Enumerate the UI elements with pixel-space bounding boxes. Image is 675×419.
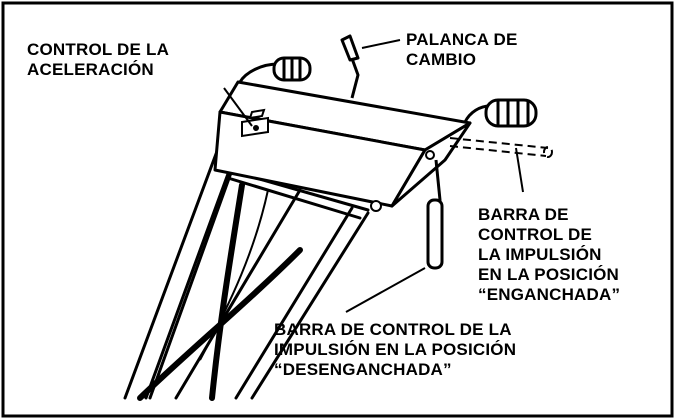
drive-bar-engaged (449, 137, 553, 158)
pivot-hole (370, 200, 382, 212)
callout-drive-disengaged: BARRA DE CONTROL DE LA IMPULSIÓN EN LA P… (274, 320, 516, 380)
leader-engaged (515, 147, 524, 193)
leader-lines (223, 39, 524, 313)
leader-shift-lever (361, 39, 401, 49)
callout-line: “DESENGANCHADA” (274, 360, 452, 379)
callout-shift-lever: PALANCA DE CAMBIO (406, 30, 518, 70)
leader-throttle (223, 87, 253, 127)
callout-line: EN LA POSICIÓN (478, 265, 620, 284)
shift-lever (340, 34, 360, 99)
callout-line: “ENGANCHADA” (478, 285, 621, 304)
callout-line: PALANCA DE (406, 30, 518, 49)
callout-line: LA IMPULSIÓN (478, 245, 602, 264)
control-cables (137, 182, 303, 401)
callout-line: ACELERACIÓN (27, 60, 154, 79)
right-grip (463, 98, 538, 128)
callout-line: CONTROL DE LA (27, 40, 170, 59)
callout-line: BARRA DE (478, 205, 569, 224)
left-grip (238, 56, 312, 83)
callout-line: IMPULSIÓN EN LA POSICIÓN (274, 340, 517, 359)
callout-line: BARRA DE CONTROL DE LA (274, 320, 512, 339)
drive-bar-disengaged (426, 159, 444, 270)
callout-drive-engaged: BARRA DE CONTROL DE LA IMPULSIÓN EN LA P… (478, 205, 620, 305)
callout-line: CAMBIO (406, 50, 477, 69)
leader-disengaged (345, 267, 426, 313)
callout-line: CONTROL DE (478, 225, 593, 244)
callout-throttle: CONTROL DE LA ACELERACIÓN (27, 40, 169, 80)
